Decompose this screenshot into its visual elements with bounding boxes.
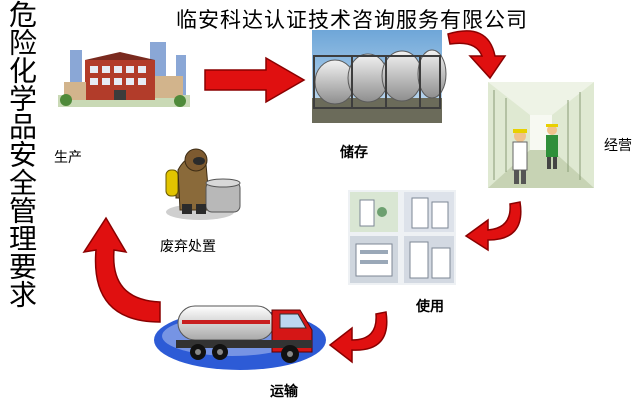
arrow-production-to-storage xyxy=(204,56,306,104)
vertical-title: 危险化学品安全管理要求 xyxy=(5,0,38,308)
stage-label-operation: 经营 xyxy=(604,138,632,154)
warehouse-workers-icon xyxy=(488,82,594,188)
stage-label-production: 生产 xyxy=(54,150,82,166)
stage-label-storage: 储存 xyxy=(340,145,368,161)
stage-label-disposal: 废弃处置 xyxy=(160,239,216,255)
stage-label-transport: 运输 xyxy=(270,384,298,400)
factory-building-icon xyxy=(58,42,190,107)
flow-arrows xyxy=(82,30,522,364)
arrow-transport-to-disposal xyxy=(82,216,161,323)
arrow-use-to-transport xyxy=(328,311,388,364)
company-name: 临安科达认证技术咨询服务有限公司 xyxy=(176,8,528,32)
arrow-storage-to-operation xyxy=(447,30,507,80)
tanker-truck-icon xyxy=(154,305,326,370)
hazmat-suit-worker-icon xyxy=(165,148,241,220)
tank-containers-photo-icon xyxy=(312,30,447,123)
laboratory-equipment-photo-icon xyxy=(348,190,456,285)
stage-label-use: 使用 xyxy=(416,299,444,315)
arrow-operation-to-use xyxy=(464,201,522,252)
